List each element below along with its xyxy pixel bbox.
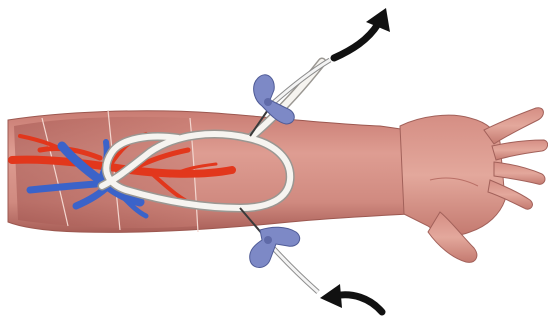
lower-needle-wing [250,227,300,267]
inflow-arrow-icon [320,284,382,312]
lower-needle-hub [264,236,272,244]
upper-needle-hub [264,98,272,106]
hand [400,108,548,263]
outflow-arrow-icon [334,8,390,58]
index-finger [484,108,543,144]
